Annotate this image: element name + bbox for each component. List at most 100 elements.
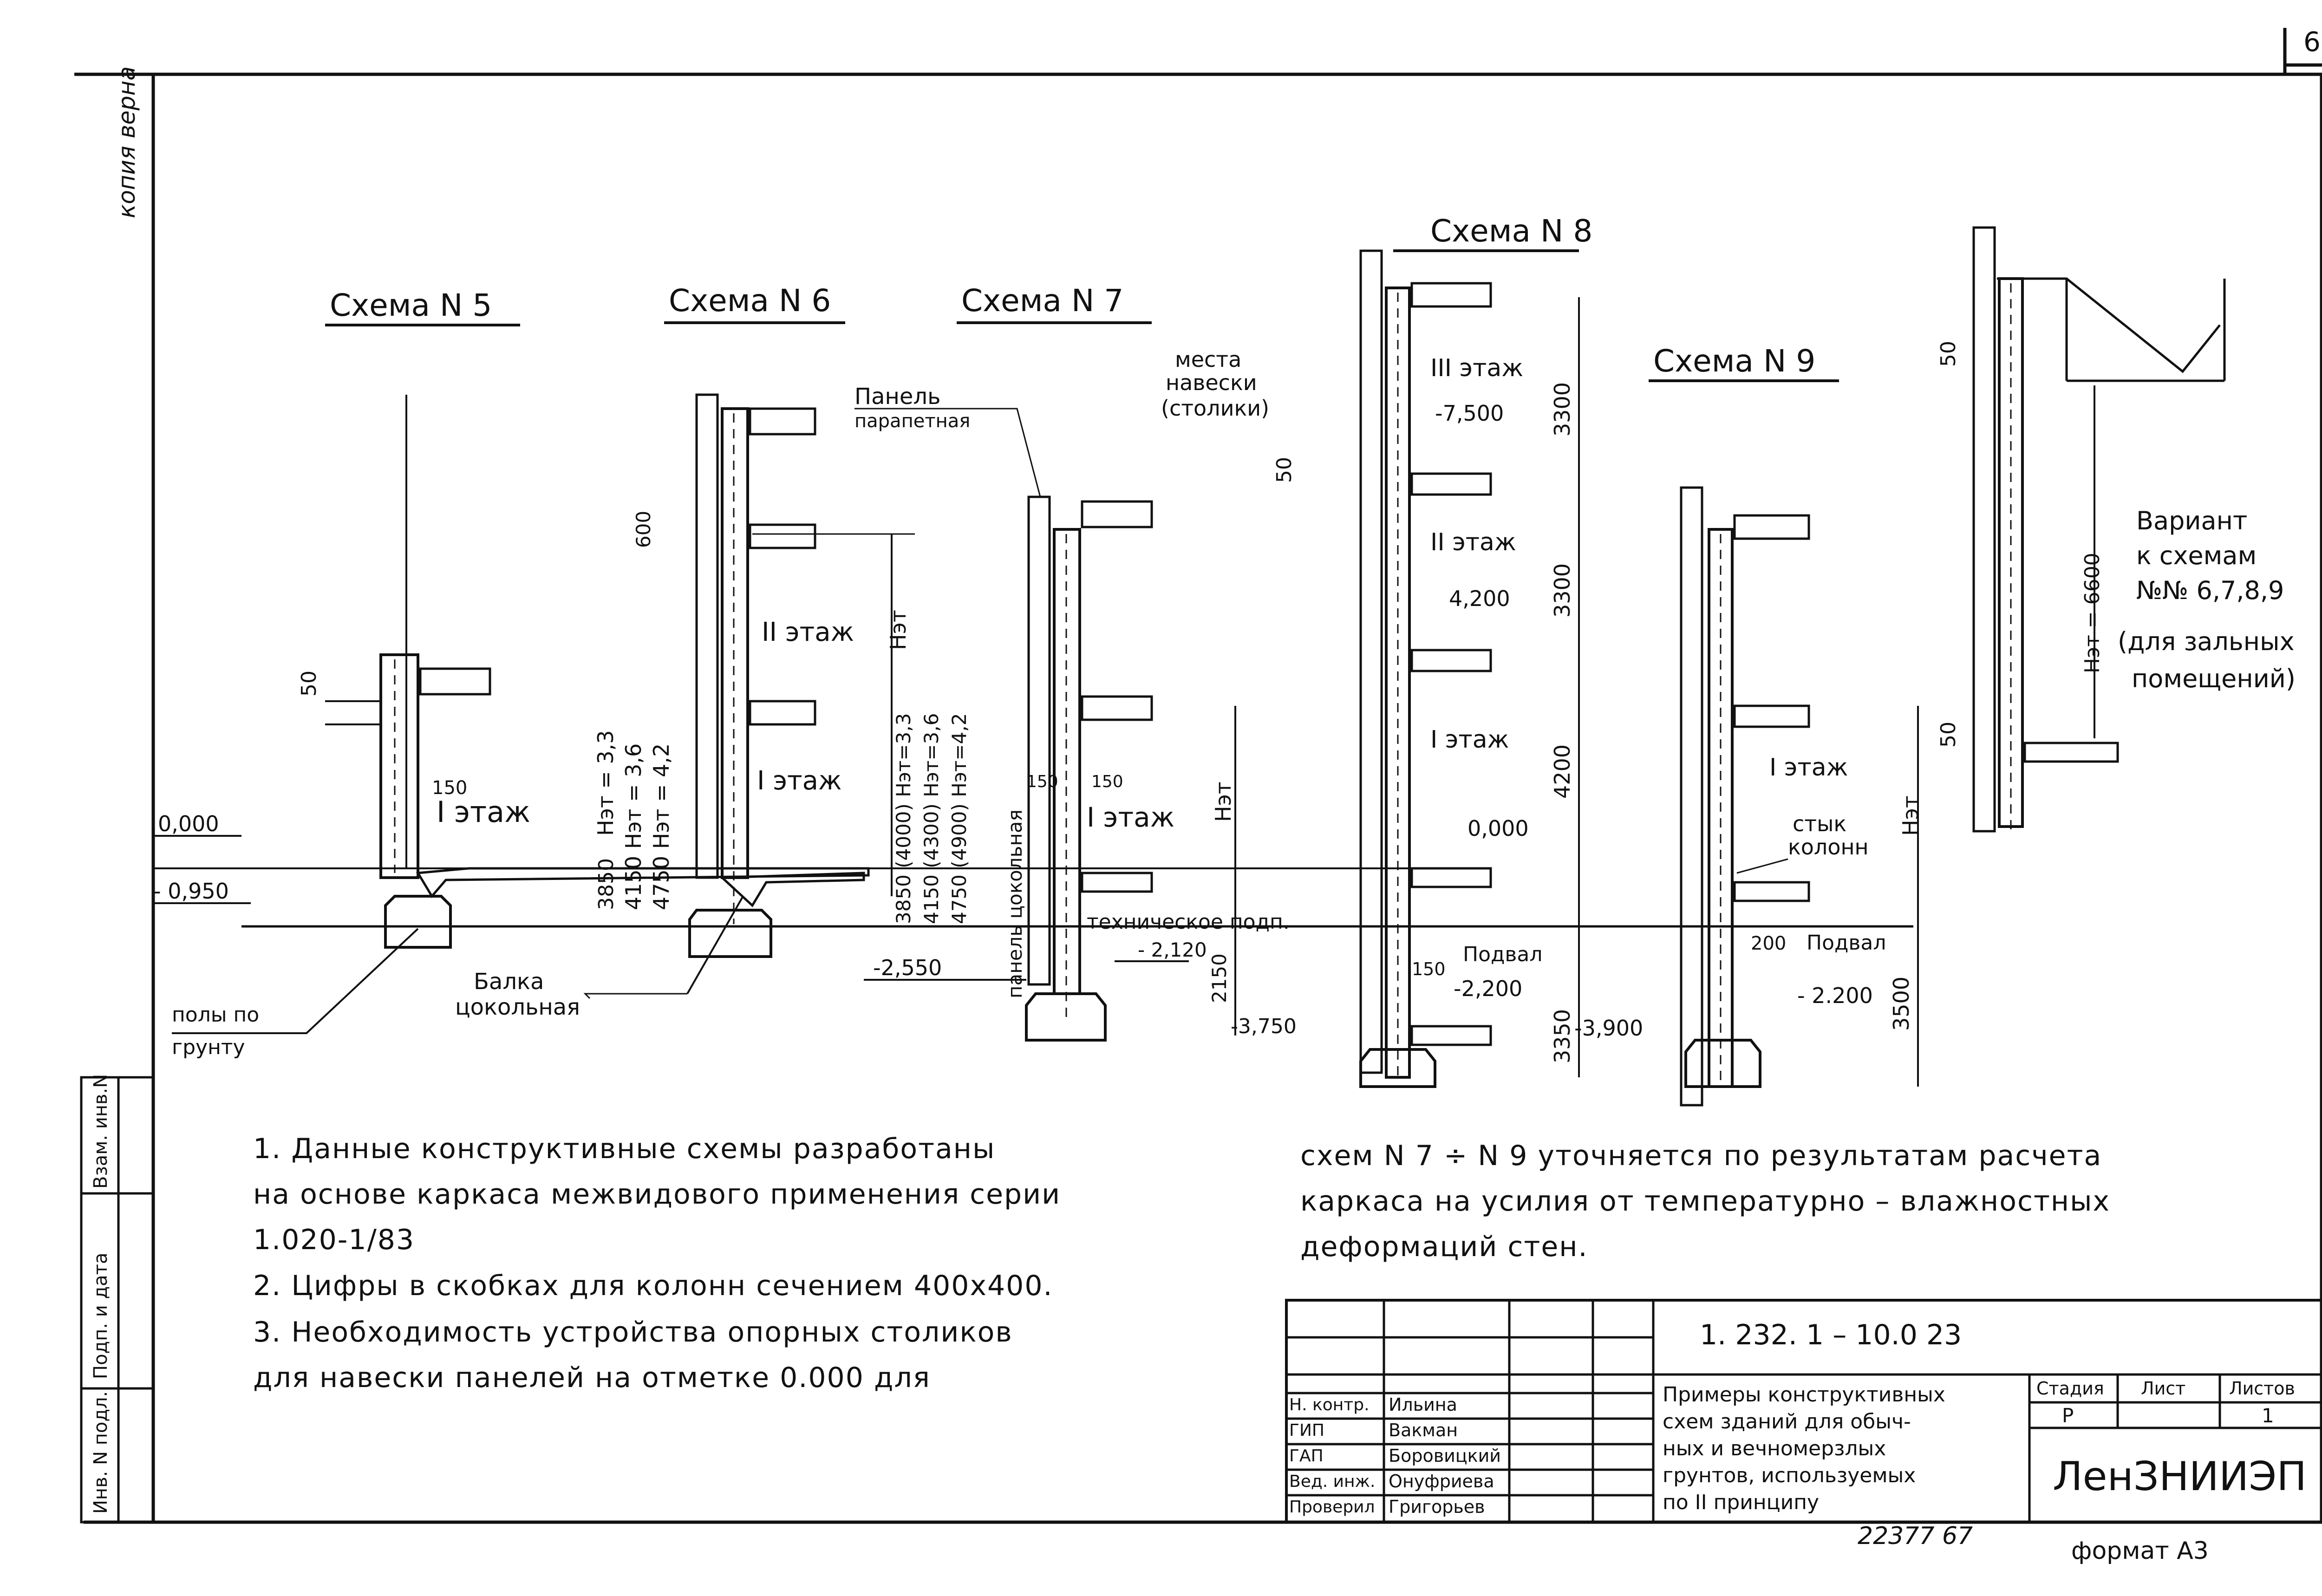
variant-text-4: (для зальных <box>2118 627 2295 656</box>
scheme-9-level-m3900: -3,900 <box>1574 1016 1643 1041</box>
scheme-8-dim-50: 50 <box>1272 457 1296 483</box>
note-3-line-1: 3. Необходимость устройства опорных стол… <box>253 1316 1013 1348</box>
scheme-8-mounts-1: места <box>1175 347 1241 372</box>
sheet-title-line-4: грунтов, используемых <box>1663 1464 1916 1487</box>
scheme-7-level-m3750: -3,750 <box>1231 1015 1297 1038</box>
scheme-5-floor1: I этаж <box>437 795 530 829</box>
side-stamp <box>80 1076 155 1524</box>
sheet-title-line-1: Примеры конструктивных <box>1663 1383 1945 1407</box>
scheme-7: Схема N 7 Панель парапетная панель цокол… <box>854 283 1297 1042</box>
name-column: Ильина Вакман Боровицкий Онуфриева Григо… <box>1389 1392 1501 1520</box>
sheet-title: Примеры конструктивных схем зданий для о… <box>1663 1381 1945 1516</box>
variant-text-1: Вариант <box>2136 506 2247 535</box>
note-1: 1. Данные конструктивные схемы разработа… <box>253 1126 1061 1263</box>
scheme-6-het-3: 4750 (4900) Нэт=4,2 <box>948 713 971 924</box>
scheme-8-wall-panel <box>1359 249 1383 1074</box>
variant-dim-50a: 50 <box>1937 341 1960 367</box>
scheme-5-level-0000: 0,000 <box>158 811 219 836</box>
scheme-8-dim-4200: 4200 <box>1550 744 1575 799</box>
scheme-8-dim-3300b: 3300 <box>1550 563 1575 618</box>
sheet-header: Лист <box>2141 1378 2186 1399</box>
scheme-9-joint-2: колонн <box>1788 834 1869 860</box>
scheme-5: Схема N 5 I этаж 150 50 0,000 - 0,950 38… <box>153 287 870 1059</box>
note-3: 3. Необходимость устройства опорных стол… <box>253 1309 1013 1401</box>
note-2: 2. Цифры в скобках для колонн сечением 4… <box>253 1270 1053 1302</box>
scheme-7-tech: техническое подп. <box>1087 910 1290 934</box>
scheme-7-level-m2550: -2,550 <box>873 955 942 980</box>
scheme-7-parapet-2: парапетная <box>854 410 970 432</box>
scheme-5-floor-label-1: полы по <box>172 1003 259 1027</box>
stamp-exchange: Взам. инв.N <box>90 1074 111 1189</box>
note-3-cont-line-2: каркаса на усилия от температурно – влаж… <box>1300 1185 2110 1218</box>
scheme-7-dim-2150: 2150 <box>1208 953 1231 1003</box>
scheme-5-het-1: Нэт = 3,3 <box>593 730 618 836</box>
scheme-8-column <box>1385 287 1411 1079</box>
scheme-6-beam-label-2: цокольная <box>455 994 580 1020</box>
note-1-line-2: на основе каркаса межвидового применения… <box>253 1178 1061 1211</box>
scheme-8-basement: Подвал <box>1463 943 1542 966</box>
scheme-9-joint-1: стык <box>1793 811 1846 836</box>
scheme-6: Схема N 6 600 II этаж I этаж Нэт 3850 (4… <box>455 283 971 1020</box>
scheme-7-dim-150b: 150 <box>1091 772 1123 791</box>
paper-format: формат А3 <box>2071 1537 2209 1565</box>
scheme-9-title: Схема N 9 <box>1653 343 1815 379</box>
role-4: Вед. инж. <box>1289 1472 1376 1491</box>
scheme-9-level-m2200: - 2.200 <box>1797 983 1873 1008</box>
scheme-8-dim-3350: 3350 <box>1550 1009 1575 1063</box>
note-1-line-3: 1.020-1/83 <box>253 1224 415 1256</box>
scheme-8: Схема N 8 места навески (столики) III эт… <box>1161 213 1592 1088</box>
name-1: Ильина <box>1389 1394 1457 1415</box>
scheme-9-dim-200: 200 <box>1751 933 1786 954</box>
role-2: ГИП <box>1289 1421 1324 1440</box>
name-5: Григорьев <box>1389 1497 1485 1517</box>
page-number: 66 <box>2303 26 2322 58</box>
scheme-8-mounts-3: (столики) <box>1161 396 1269 421</box>
scheme-8-floor1: I этаж <box>1430 726 1509 754</box>
sheets-value: 1 <box>2262 1404 2274 1427</box>
scheme-9-floor1: I этаж <box>1769 754 1848 782</box>
scheme-7-floor1: I этаж <box>1087 801 1174 833</box>
note-3-continued: схем N 7 ÷ N 9 уточняется по результатам… <box>1300 1133 2110 1270</box>
variant-text-5: помещений) <box>2132 664 2296 693</box>
scheme-8-dim-3300a: 3300 <box>1550 382 1575 436</box>
scheme-9-dim-3500: 3500 <box>1889 977 1914 1031</box>
organization: ЛенЗНИИЭП <box>2053 1453 2307 1500</box>
scheme-8-mounts-2: навески <box>1166 370 1257 395</box>
sheet-title-line-2: схем зданий для обыч- <box>1663 1410 1911 1433</box>
scheme-7-level-m2120: - 2,120 <box>1138 938 1207 961</box>
scheme-8-level-0000: 0,000 <box>1468 816 1529 841</box>
scheme-8-level-7500: -7,500 <box>1435 401 1504 426</box>
sheet-title-line-3: ных и вечномерзлых <box>1663 1437 1886 1460</box>
scheme-5-dim-50: 50 <box>297 671 321 697</box>
archive-number: 22377 67 <box>1858 1522 1973 1550</box>
scheme-7-plinth-panel: панель цокольная <box>1004 809 1026 998</box>
scheme-5-het-2: 4150 Нэт = 3,6 <box>621 743 646 910</box>
note-3-cont-line-3: деформаций стен. <box>1300 1231 1588 1263</box>
variant-dim-50b: 50 <box>1937 722 1960 748</box>
scheme-7-wall-panel <box>1027 495 1051 986</box>
scheme-5-floor-label-2: грунту <box>172 1036 245 1059</box>
scheme-7-title: Схема N 7 <box>961 283 1123 319</box>
scheme-variant: 50 50 Нэт = 6600 Вариант к схемам №№ 6,7… <box>1937 226 2296 833</box>
scheme-6-column <box>721 407 749 879</box>
stage-header: Стадия <box>2036 1378 2104 1399</box>
scheme-6-het-2: 4150 (4300) Нэт=3,6 <box>920 713 943 924</box>
scheme-9-basement: Подвал <box>1807 931 1886 955</box>
note-3-cont-line-1: схем N 7 ÷ N 9 уточняется по результатам… <box>1300 1140 2102 1172</box>
stamp-inv-no: Инв. N подл. <box>90 1391 111 1514</box>
scheme-8-dim-150: 150 <box>1412 959 1446 979</box>
scheme-7-parapet-1: Панель <box>854 384 940 410</box>
scheme-6-beam-label-1: Балка <box>474 969 544 995</box>
scheme-8-level-m2200: -2,200 <box>1454 976 1522 1001</box>
variant-het: Нэт = 6600 <box>2081 553 2104 673</box>
scheme-5-slab <box>419 667 491 696</box>
scheme-8-level-4200: 4,200 <box>1449 586 1510 611</box>
note-1-line-1: 1. Данные конструктивные схемы разработа… <box>253 1133 996 1165</box>
scheme-7-footing <box>1025 992 1107 1042</box>
scheme-6-dim-600: 600 <box>632 511 655 548</box>
sheet-title-line-5: по II принципу <box>1663 1491 1820 1514</box>
scheme-5-level-m0950: - 0,950 <box>153 879 229 904</box>
scheme-5-dim-3850: 3850 <box>594 858 618 910</box>
scheme-6-wall-panel <box>695 393 719 879</box>
scheme-8-floor2: II этаж <box>1430 528 1516 556</box>
